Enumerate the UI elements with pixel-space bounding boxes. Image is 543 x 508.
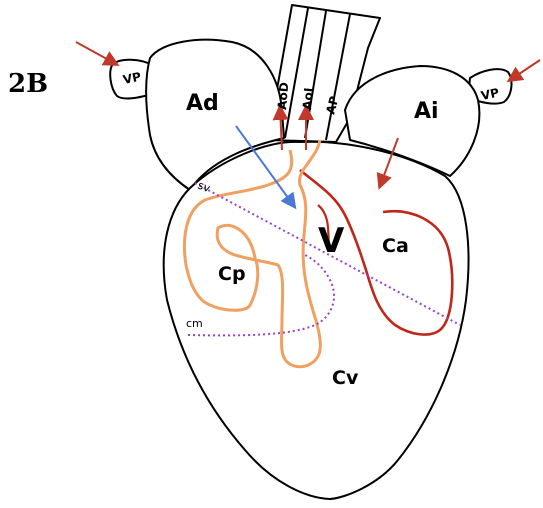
label-cp: Cp <box>218 263 246 285</box>
label-ca: Ca <box>382 235 409 257</box>
label-v: V <box>318 221 345 261</box>
label-ad: Ad <box>186 91 219 116</box>
label-cv: Cv <box>332 367 359 389</box>
figure-label: 2B <box>8 69 48 99</box>
label-cm: cm <box>186 317 203 330</box>
label-aod: AoD <box>275 82 291 111</box>
arrow-right-vp <box>510 60 540 80</box>
arrow-left-vp <box>76 42 116 64</box>
label-ai: Ai <box>414 99 439 124</box>
label-aoi: AoI <box>300 87 316 110</box>
